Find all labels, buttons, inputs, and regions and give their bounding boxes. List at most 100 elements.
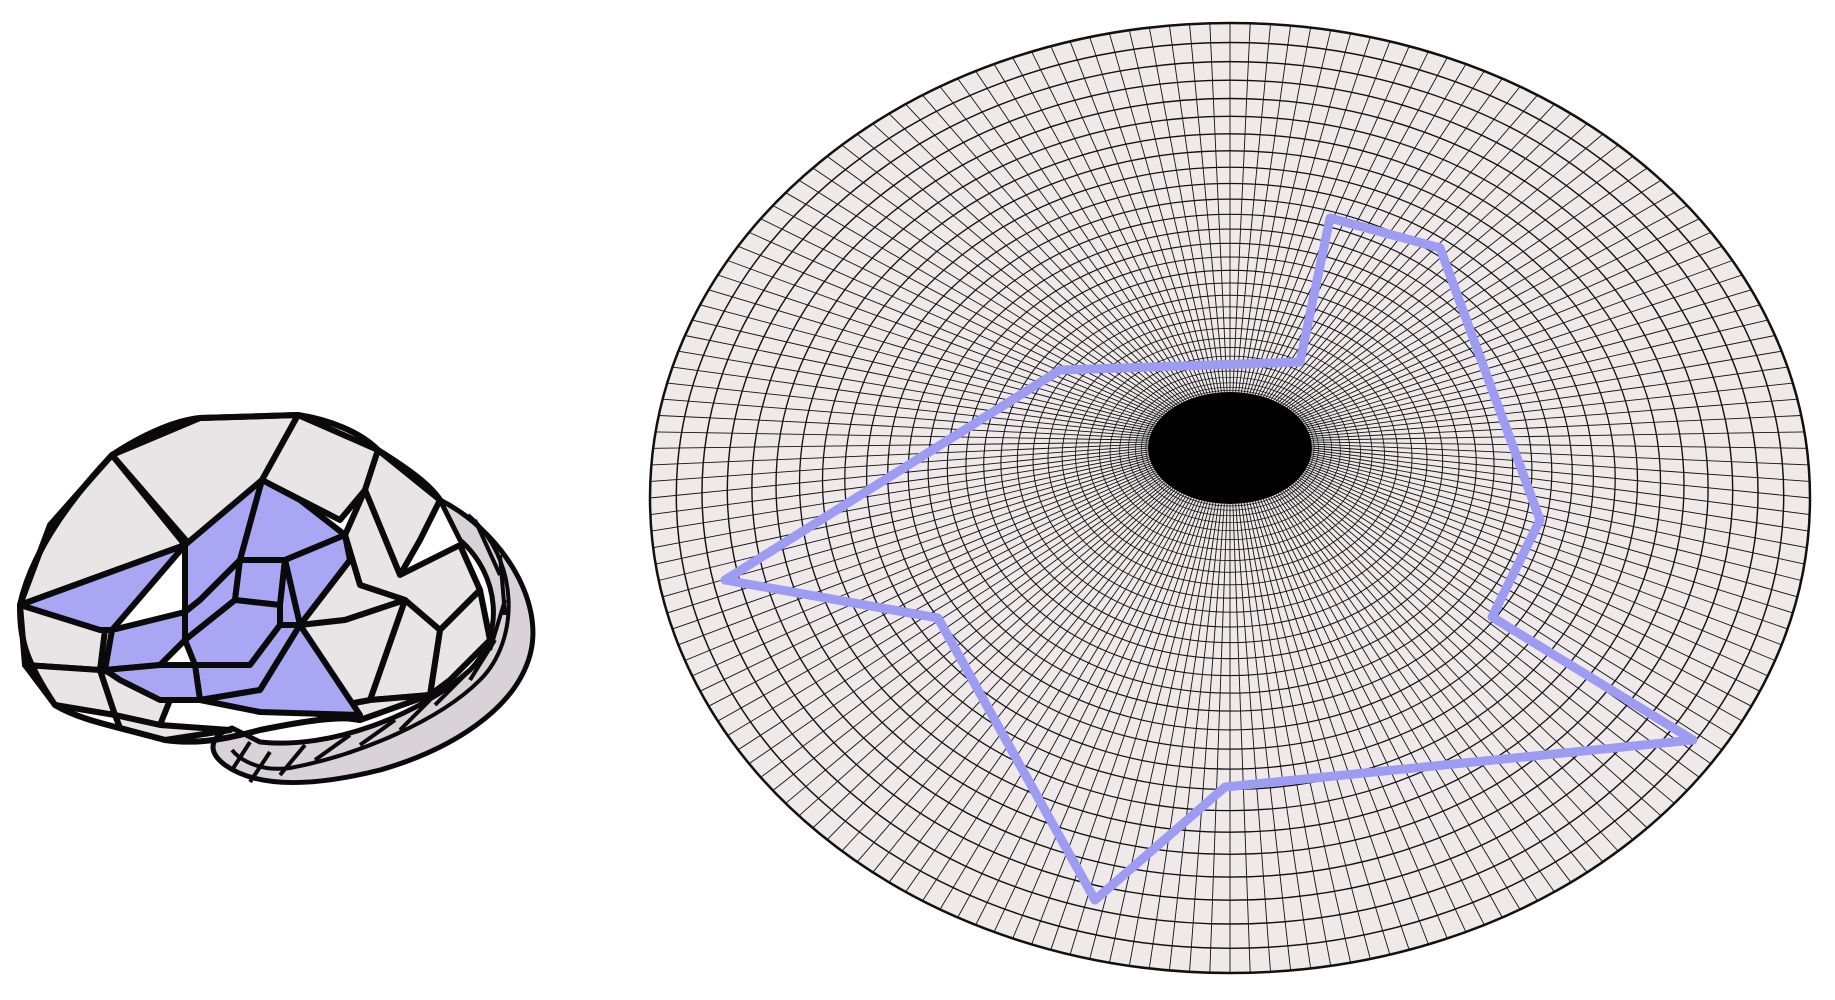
disk-spoke <box>975 498 1195 926</box>
disk-spoke <box>699 304 1156 426</box>
disk-spoke <box>1209 503 1228 973</box>
disk-spoke <box>708 289 1157 424</box>
disk-spoke <box>662 398 1150 437</box>
disk-spoke <box>1252 501 1391 955</box>
disk-spoke <box>1069 501 1208 955</box>
disk-spoke <box>1286 155 1634 409</box>
disk-spoke <box>1273 495 1538 902</box>
disk-spoke <box>1148 503 1220 969</box>
disk-center-hole <box>1148 392 1312 504</box>
disk-spoke <box>1297 231 1711 418</box>
disk-spoke <box>1232 503 1251 973</box>
disk-spoke <box>737 245 1161 419</box>
disk-spoke <box>1306 466 1776 661</box>
disk-spoke <box>1268 497 1503 918</box>
mesh-rim-edge <box>438 499 462 541</box>
highlighted-boundary-curve <box>720 213 1698 905</box>
disk-spoke <box>957 78 1192 399</box>
disk-spoke <box>748 478 1163 764</box>
disk-spoke <box>1280 491 1588 873</box>
mesh-rim-band <box>230 513 511 771</box>
mesh-rim-edge <box>313 733 352 762</box>
disk-spoke <box>1305 319 1768 428</box>
disk-spoke <box>1050 46 1206 395</box>
disk-spoke <box>1128 503 1217 966</box>
disk-spoke <box>1277 113 1572 404</box>
disk-spoke <box>684 335 1153 430</box>
disk-spoke <box>1310 415 1802 439</box>
disk-spoke <box>1232 23 1251 393</box>
disk-spoke <box>1257 500 1429 945</box>
disk-spoke <box>1277 493 1572 883</box>
disk-spoke <box>1260 499 1448 939</box>
disk-spoke <box>1148 27 1220 393</box>
disk-spoke <box>1189 503 1225 972</box>
disk-spoke <box>905 103 1185 402</box>
disk-spoke <box>1240 27 1312 393</box>
disk-spoke <box>1311 445 1810 482</box>
disk-spoke <box>993 499 1198 933</box>
disk-spoke <box>798 485 1170 817</box>
disk-spoke <box>841 489 1176 852</box>
disk-spoke <box>1254 501 1410 950</box>
disk-spoke <box>1294 482 1688 791</box>
mesh-face <box>112 712 233 743</box>
disk-spoke <box>1069 41 1208 395</box>
mesh-rim-edge <box>473 519 502 576</box>
disk-spoke <box>1286 487 1634 841</box>
disk-spoke <box>1240 503 1312 969</box>
disk-spoke <box>1235 503 1271 972</box>
disk-spoke <box>1031 500 1203 945</box>
disk-spoke <box>922 94 1187 401</box>
disk-spoke <box>1304 304 1761 426</box>
disk-spoke <box>655 455 1149 565</box>
polyhedral-mesh <box>17 412 536 785</box>
disk-spoke <box>1012 499 1200 939</box>
mesh-outline <box>17 412 443 745</box>
mesh-rim <box>210 497 536 785</box>
disk-spoke <box>1311 443 1809 466</box>
disk-spoke <box>692 319 1155 428</box>
disk-spoke <box>653 441 1149 449</box>
disk-spoke <box>1238 25 1292 393</box>
disk-spoke <box>1311 441 1807 449</box>
disk-spoke <box>1299 245 1723 419</box>
disk-spoke <box>993 63 1197 398</box>
disk-spoke <box>975 70 1195 398</box>
disk-spoke <box>727 475 1160 736</box>
disk-spoke <box>672 462 1152 630</box>
disk-spoke <box>957 497 1192 918</box>
disk-spoke <box>1303 472 1752 707</box>
disk-spoke <box>872 491 1180 873</box>
disk-spoke <box>905 494 1185 893</box>
disk-spoke <box>653 453 1149 549</box>
disk-spoke <box>1284 489 1619 852</box>
disk-spoke <box>651 443 1149 466</box>
disk-spoke <box>841 144 1176 407</box>
disk-spoke <box>1275 103 1555 402</box>
disk-spoke <box>785 483 1168 804</box>
disk-spoke <box>1300 260 1733 421</box>
disk-spoke <box>888 493 1183 883</box>
disk-spoke <box>684 466 1154 661</box>
disk-spoke <box>1310 457 1802 581</box>
disk-spoke <box>1302 274 1743 423</box>
disk-spoke <box>1311 455 1805 565</box>
disk-spoke <box>1290 485 1662 817</box>
mesh-top <box>17 412 493 745</box>
disk-spoke <box>1275 494 1555 893</box>
disk-spoke <box>678 464 1153 646</box>
disk-spoke-lines <box>649 23 1811 973</box>
disk-spoke <box>1310 398 1798 437</box>
disk-spoke <box>939 86 1190 400</box>
disk-spoke <box>785 192 1168 413</box>
disk-spoke <box>1128 30 1217 394</box>
disk-spoke <box>1280 123 1588 405</box>
disk-spoke <box>1282 490 1604 863</box>
disk-spoke <box>1012 57 1200 397</box>
disk-spoke <box>1302 473 1743 722</box>
disk-spoke <box>1108 33 1214 394</box>
mesh-face-highlight <box>102 609 188 673</box>
disk-spoke <box>1308 462 1788 630</box>
